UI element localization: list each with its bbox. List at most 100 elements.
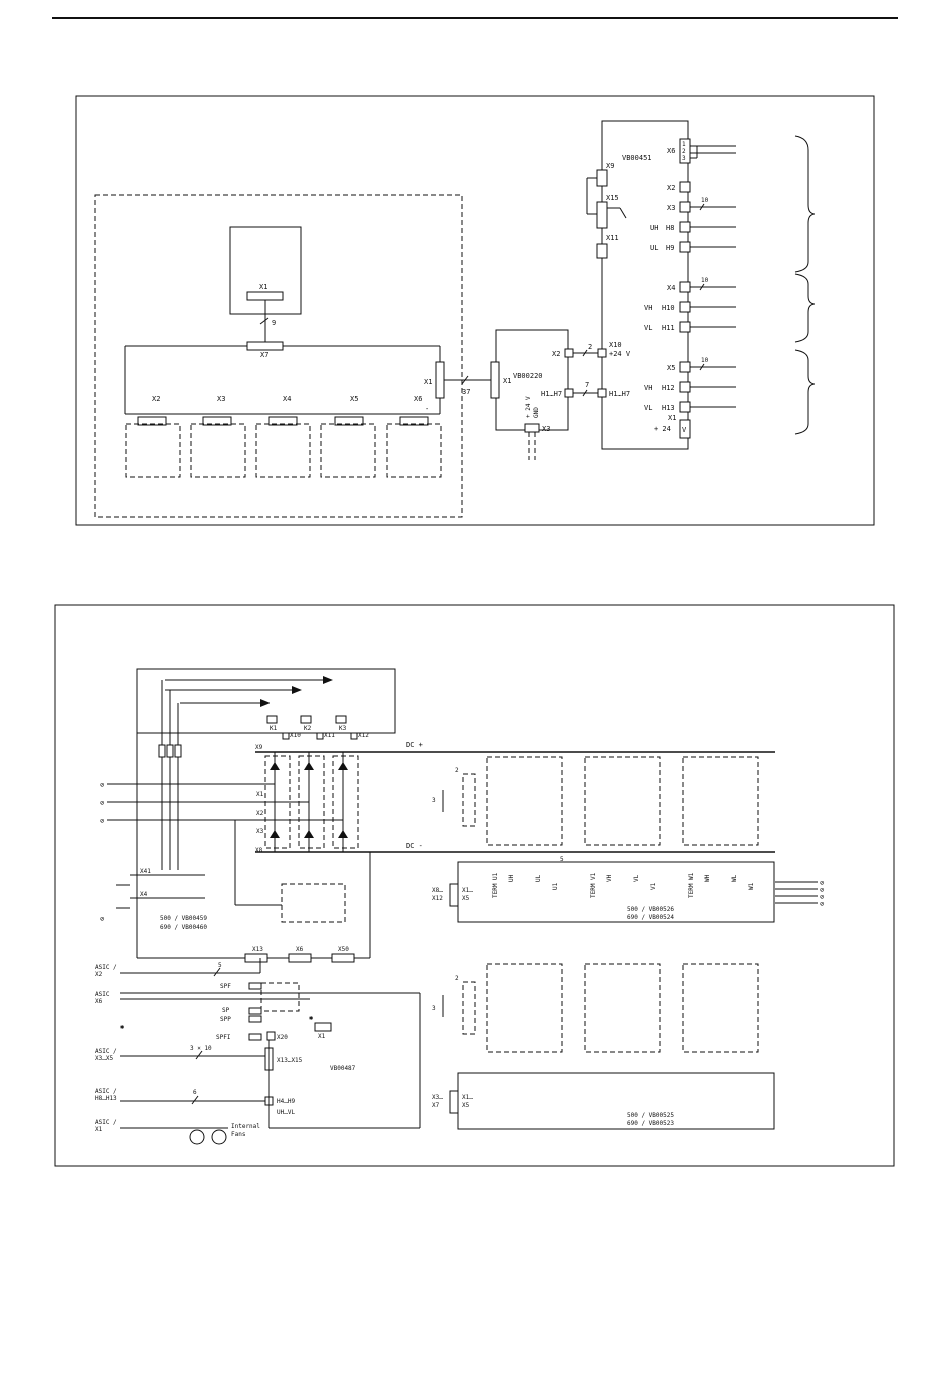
- output-terminal-w: ⊘: [820, 893, 824, 901]
- svg-text:X1: X1: [95, 1126, 103, 1133]
- svg-text:H13: H13: [662, 404, 675, 412]
- svg-text:SPFI: SPFI: [216, 1034, 231, 1041]
- svg-text:X5: X5: [667, 364, 675, 372]
- svg-text:X2: X2: [552, 350, 560, 358]
- svg-text:H11: H11: [662, 324, 675, 332]
- svg-text:X1: X1: [318, 1033, 326, 1040]
- output-terminal-v: ⊘: [820, 886, 824, 894]
- svg-text:X5: X5: [350, 395, 358, 403]
- svg-text:690 / VB00460: 690 / VB00460: [160, 924, 207, 931]
- svg-text:X9: X9: [606, 162, 614, 170]
- svg-text:VL: VL: [644, 324, 652, 332]
- top-diagram-frame: [75, 95, 875, 526]
- svg-text:3: 3: [682, 155, 686, 162]
- connector-x7: [246, 341, 284, 351]
- svg-text:X10: X10: [290, 732, 301, 739]
- slot-x3: X3: [190, 395, 246, 478]
- svg-text:X3…X5: X3…X5: [95, 1055, 113, 1062]
- svg-text:H9: H9: [666, 244, 674, 252]
- label-x1: X1: [259, 283, 267, 291]
- svg-text:2: 2: [588, 343, 592, 351]
- svg-text:X6: X6: [296, 946, 304, 953]
- svg-text:2: 2: [682, 148, 686, 155]
- label-vb00451: VB00451: [622, 154, 652, 162]
- igbt-group-bottom: 500 / VB00525 690 / VB00523 X3… X7 X1… X…: [432, 963, 775, 1130]
- svg-text:ASIC /: ASIC /: [95, 1048, 117, 1055]
- svg-text:GND: GND: [533, 407, 540, 418]
- svg-text:VH: VH: [606, 874, 613, 882]
- svg-text:X4: X4: [283, 395, 291, 403]
- svg-text:X3: X3: [256, 828, 264, 835]
- cable-37-label: 37: [462, 388, 470, 396]
- svg-text:X1: X1: [256, 791, 264, 798]
- svg-text:X2: X2: [667, 184, 675, 192]
- svg-text:X7: X7: [432, 1102, 440, 1109]
- svg-text:3: 3: [432, 1005, 436, 1012]
- svg-text:W1: W1: [748, 882, 755, 890]
- svg-text:Internal: Internal: [231, 1123, 260, 1130]
- svg-text:+ 24 V: + 24 V: [525, 396, 532, 418]
- svg-text:X50: X50: [338, 946, 349, 953]
- svg-text:X8…: X8…: [432, 887, 443, 894]
- svg-text:X13…X15: X13…X15: [277, 1057, 303, 1064]
- vb00220-x1: [490, 361, 500, 399]
- slot-x5: X5: [320, 395, 376, 478]
- svg-text:SPP: SPP: [220, 1016, 231, 1023]
- svg-text:H1…H7: H1…H7: [541, 390, 562, 398]
- svg-text:V: V: [682, 426, 687, 434]
- svg-text:10: 10: [701, 357, 709, 364]
- svg-text:WL: WL: [731, 874, 738, 882]
- svg-text:VL: VL: [633, 874, 640, 882]
- svg-text:X1: X1: [503, 377, 511, 385]
- svg-text:V1: V1: [650, 882, 657, 890]
- vb00451-x6: X6 1 2 3: [667, 138, 736, 164]
- label-vb00220: VB00220: [513, 372, 543, 380]
- label-x7: X7: [260, 351, 268, 359]
- svg-text:UL: UL: [535, 874, 542, 882]
- svg-text:✱: ✱: [309, 1014, 314, 1022]
- svg-text:500 / VB00525: 500 / VB00525: [627, 1112, 674, 1119]
- svg-text:ASIC /: ASIC /: [95, 1088, 117, 1095]
- svg-text:690 / VB00524: 690 / VB00524: [627, 914, 674, 921]
- svg-text:6: 6: [193, 1089, 197, 1096]
- board-vb00459: [281, 883, 346, 923]
- svg-text:690 / VB00523: 690 / VB00523: [627, 1120, 674, 1127]
- svg-text:K3: K3: [339, 725, 347, 732]
- svg-text:H1…H7: H1…H7: [609, 390, 630, 398]
- svg-text:H12: H12: [662, 384, 675, 392]
- svg-text:X6: X6: [667, 147, 675, 155]
- enclosure-dashed: [94, 194, 463, 518]
- svg-text:X3: X3: [542, 425, 550, 433]
- output-terminal-u: ⊘: [820, 879, 824, 887]
- svg-text:DC -: DC -: [406, 842, 423, 850]
- svg-text:X1: X1: [668, 414, 676, 422]
- svg-text:X5: X5: [462, 1102, 470, 1109]
- svg-text:K1: K1: [270, 725, 278, 732]
- fan-icon-1: [189, 1129, 205, 1145]
- output-terminal-pe: ⊘: [820, 900, 824, 908]
- slot-x6: X6 -: [386, 395, 442, 478]
- svg-text:X10: X10: [609, 341, 622, 349]
- svg-text:H10: H10: [662, 304, 675, 312]
- brace-2: [794, 273, 816, 343]
- svg-text:VH: VH: [644, 304, 652, 312]
- brace-1: [794, 135, 816, 273]
- svg-text:TERM W1: TERM W1: [688, 872, 695, 898]
- svg-text:X11: X11: [324, 732, 335, 739]
- svg-text:X13: X13: [252, 946, 263, 953]
- svg-text:X5: X5: [462, 895, 470, 902]
- bottom-diagram: DC + DC - K1 K2 K3 X10 X11 X12 X9: [54, 604, 895, 1167]
- svg-text:UL: UL: [650, 244, 658, 252]
- svg-text:UH: UH: [650, 224, 658, 232]
- svg-text:H8: H8: [666, 224, 674, 232]
- igbt-group-top: 500 / VB00526 690 / VB00524 X8… X12 X1… …: [432, 756, 775, 923]
- connector-x1-right: [435, 361, 445, 399]
- svg-text:SPF: SPF: [220, 983, 231, 990]
- asterisk-mark: ✱: [120, 1023, 125, 1031]
- svg-text:X3: X3: [217, 395, 225, 403]
- slot-x2: X2: [125, 395, 181, 478]
- svg-text:500 / VB00526: 500 / VB00526: [627, 906, 674, 913]
- fan-icon-2: [211, 1129, 227, 1145]
- brace-3: [794, 349, 816, 435]
